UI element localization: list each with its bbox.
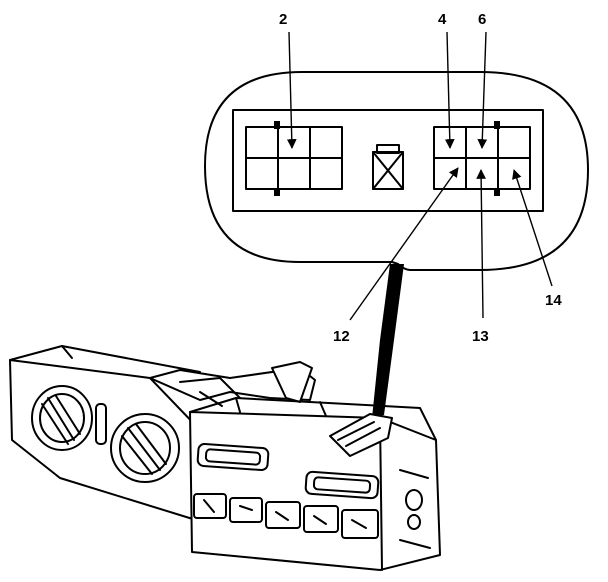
- leader-pin-13: [476, 169, 487, 319]
- heater-control-panel: [9, 345, 441, 571]
- leader-pin-2: [286, 31, 297, 149]
- leader-pin-6: [477, 31, 488, 149]
- mode-button-row: [193, 493, 379, 539]
- callout-13: 13: [472, 328, 489, 345]
- leader-pin-14: [512, 169, 553, 287]
- callout-4: 4: [438, 11, 447, 28]
- callout-labels: 2 4 6 12 13 14: [279, 11, 562, 345]
- callout-leaders: [286, 31, 553, 321]
- leader-pin-4: [444, 31, 455, 149]
- connector-face: [232, 109, 544, 212]
- callout-2: 2: [279, 11, 287, 28]
- connector-detail-bubble: [204, 71, 589, 271]
- wire-harness: [372, 264, 404, 418]
- callout-12: 12: [333, 328, 350, 345]
- callout-14: 14: [545, 292, 562, 309]
- leader-pin-12: [349, 167, 459, 321]
- callout-6: 6: [478, 11, 486, 28]
